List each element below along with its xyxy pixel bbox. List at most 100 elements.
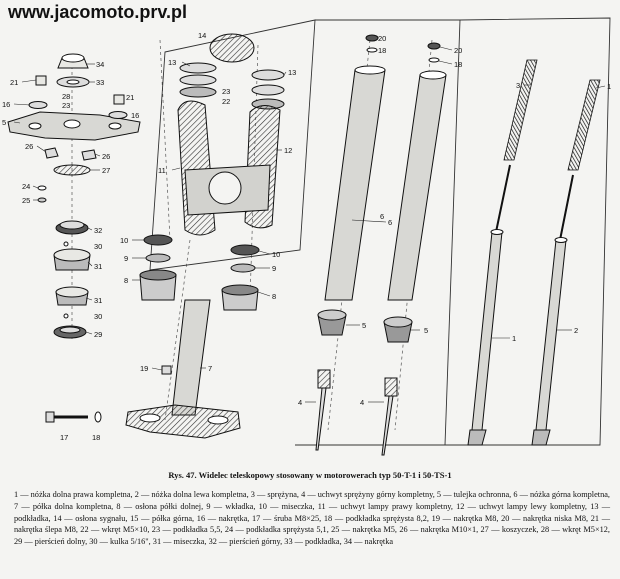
washer-18-right (428, 57, 440, 63)
lower-leg-1 (467, 164, 511, 446)
figure-caption-legend: 1 — nóżka dolna prawa kompletna, 2 — nóż… (14, 489, 610, 548)
label-14: 14 (198, 31, 206, 40)
label-1b: 1 (512, 334, 516, 343)
washer-33 (56, 76, 90, 88)
spring-washer-18 (94, 411, 102, 423)
nut-19 (161, 365, 172, 375)
shelf-cover-8-right (221, 284, 259, 311)
label-9a: 9 (124, 254, 128, 263)
spring-3-left (503, 59, 538, 161)
label-23b: 23 (222, 87, 230, 96)
lower-shelf-stem-7 (171, 299, 211, 416)
cup-10-left (143, 234, 173, 246)
sleeve-5-right (383, 316, 413, 343)
label-33: 33 (96, 78, 104, 87)
label-7: 7 (208, 364, 212, 373)
cup-31-upper (53, 248, 91, 271)
cup-31-lower (55, 286, 89, 306)
label-8a: 8 (124, 276, 128, 285)
screw-washers-24-25 (37, 185, 47, 203)
lower-leg-2 (531, 174, 574, 446)
label-30a: 30 (94, 242, 102, 251)
label-11: 11 (158, 166, 166, 175)
label-24: 24 (22, 182, 30, 191)
cap-nut-21-right (113, 94, 125, 105)
insert-9-left (145, 253, 171, 263)
cup-10-right (230, 244, 260, 256)
label-17: 17 (60, 433, 68, 442)
label-25: 25 (22, 196, 30, 205)
label-4a: 4 (298, 398, 302, 407)
label-27: 27 (102, 166, 110, 175)
figure-caption-title: Rys. 47. Widelec teleskopowy stosowany w… (168, 470, 452, 480)
label-29: 29 (94, 330, 102, 339)
label-34: 34 (96, 60, 104, 69)
washer-18-left (366, 47, 378, 53)
washers-13-right (251, 69, 285, 110)
label-20a: 20 (378, 34, 386, 43)
nut-20-right (427, 42, 441, 50)
spring-holder-4-right (381, 377, 398, 456)
label-31a: 31 (94, 262, 102, 271)
spring-3-right (567, 79, 601, 171)
lower-shelf-7 (125, 404, 241, 439)
part-labels: 34 33 21 28 23 21 16 16 5 26 26 27 24 25… (2, 31, 611, 442)
bolt-17 (45, 411, 88, 423)
label-13a: 13 (168, 58, 176, 67)
label-13b: 13 (288, 68, 296, 77)
label-16a: 16 (2, 100, 10, 109)
label-32: 32 (94, 226, 102, 235)
label-30b: 30 (94, 312, 102, 321)
nut-16-right (108, 111, 128, 119)
label-3: 3 (516, 81, 520, 90)
exploded-fork-diagram: 34 33 21 28 23 21 16 16 5 26 26 27 24 25… (2, 17, 611, 456)
label-2: 2 (574, 326, 578, 335)
section-frames (149, 17, 611, 446)
leader-lines (13, 46, 606, 403)
washers-13-left (179, 62, 217, 98)
nut-26-right (81, 149, 97, 161)
label-4b: 4 (360, 398, 364, 407)
label-28: 28 (62, 92, 70, 101)
label-18c: 18 (454, 60, 462, 69)
label-9b: 9 (272, 264, 276, 273)
label-12: 12 (284, 146, 292, 155)
label-31b: 31 (94, 296, 102, 305)
site-url: www.jacomoto.prv.pl (8, 2, 188, 22)
nut-16-left (28, 101, 48, 109)
label-20b: 20 (454, 46, 462, 55)
label-6b: 6 (388, 218, 392, 227)
cap-nut-21-left (35, 75, 47, 86)
legend-text: 1 — nóżka dolna prawa kompletna, 2 — nóż… (14, 490, 610, 547)
label-21b: 21 (126, 93, 134, 102)
insert-9-right (230, 263, 256, 273)
label-10a: 10 (120, 236, 128, 245)
upper-leg-6-right (387, 70, 447, 301)
label-8b: 8 (272, 292, 276, 301)
label-18b: 18 (378, 46, 386, 55)
label-19: 19 (140, 364, 148, 373)
label-5a: 5 (362, 321, 366, 330)
nut-20-left (365, 34, 379, 42)
label-22: 22 (222, 97, 230, 106)
label-5: 5 (2, 118, 6, 127)
label-21a: 21 (10, 78, 18, 87)
lower-ring-29 (53, 325, 87, 339)
label-5b: 5 (424, 326, 428, 335)
nut-26-left (44, 147, 59, 159)
label-23: 23 (62, 101, 70, 110)
balls-30 (63, 241, 69, 319)
label-18a: 18 (92, 433, 100, 442)
label-26a: 26 (25, 142, 33, 151)
basket-27 (53, 164, 91, 176)
upper-ring-32 (55, 220, 89, 235)
upper-shelf-15 (7, 111, 141, 141)
spring-holder-4-left (315, 369, 331, 451)
bracket-bridge (184, 164, 271, 216)
label-6a: 6 (380, 212, 384, 221)
label-1a: 1 (607, 82, 611, 91)
horn-cover-14 (209, 33, 255, 63)
sleeve-5-left (317, 309, 347, 336)
label-26b: 26 (102, 152, 110, 161)
nut-34 (57, 53, 89, 69)
